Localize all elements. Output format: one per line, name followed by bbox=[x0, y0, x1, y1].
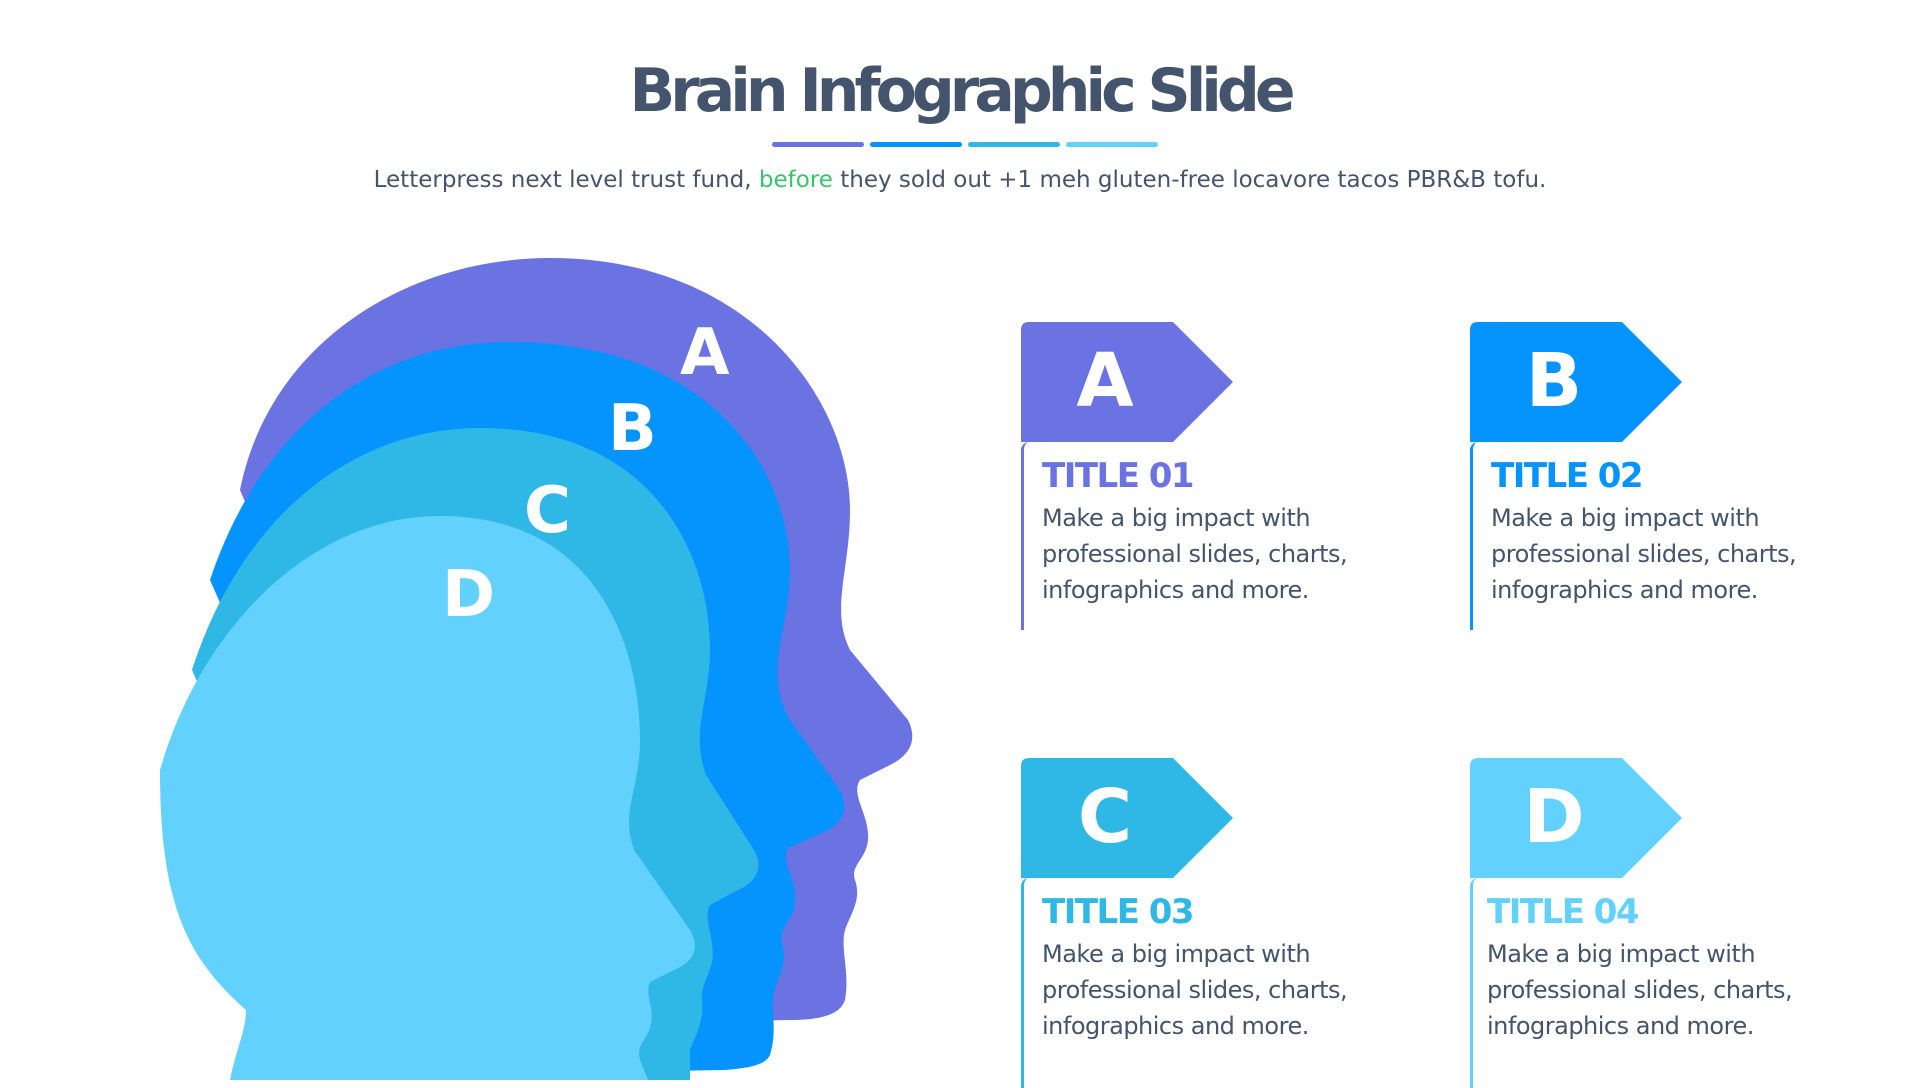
underline-bar-b bbox=[870, 142, 962, 147]
info-card-a: A TITLE 01 Make a big impact with profes… bbox=[1021, 322, 1441, 630]
subtitle-text-before: Letterpress next level trust fund, bbox=[373, 167, 759, 193]
info-card-b: B TITLE 02 Make a big impact with profes… bbox=[1470, 322, 1890, 630]
head-label-d: D bbox=[442, 558, 496, 632]
flag-d: D bbox=[1470, 758, 1890, 878]
head-label-a: A bbox=[680, 316, 730, 390]
card-title-d: TITLE 04 bbox=[1487, 892, 1640, 932]
flag-letter-a: A bbox=[1076, 338, 1134, 424]
arrow-flag-shape-c bbox=[1021, 758, 1233, 878]
flag-c: C bbox=[1021, 758, 1441, 878]
arrow-flag-shape-b bbox=[1470, 322, 1682, 442]
head-silhouettes bbox=[160, 258, 913, 1080]
flag-letter-d: D bbox=[1523, 774, 1585, 860]
head-label-c: C bbox=[524, 474, 571, 548]
flag-letter-b: B bbox=[1525, 338, 1583, 424]
card-text-d: Make a big impact with professional slid… bbox=[1487, 940, 1793, 1040]
card-text-b: Make a big impact with professional slid… bbox=[1491, 504, 1797, 604]
card-body-d: TITLE 04 Make a big impact with professi… bbox=[1470, 878, 1890, 1088]
flag-letter-c: C bbox=[1077, 774, 1133, 860]
card-title-b: TITLE 02 bbox=[1491, 456, 1644, 496]
info-card-c: C TITLE 03 Make a big impact with profes… bbox=[1021, 758, 1441, 1088]
head-label-b: B bbox=[608, 392, 657, 466]
slide-title: Brain Infographic Slide bbox=[629, 56, 1295, 126]
title-underline-bars bbox=[772, 142, 1158, 147]
card-title-a: TITLE 01 bbox=[1042, 456, 1195, 496]
arrow-flag-shape-d bbox=[1470, 758, 1682, 878]
underline-bar-c bbox=[968, 142, 1060, 147]
underline-bar-d bbox=[1066, 142, 1158, 147]
card-body-a: TITLE 01 Make a big impact with professi… bbox=[1021, 442, 1441, 630]
slide-subtitle: Letterpress next level trust fund, befor… bbox=[0, 167, 1920, 193]
flag-b: B bbox=[1470, 322, 1890, 442]
card-body-b: TITLE 02 Make a big impact with professi… bbox=[1470, 442, 1890, 630]
info-card-d: D TITLE 04 Make a big impact with profes… bbox=[1470, 758, 1890, 1088]
underline-bar-a bbox=[772, 142, 864, 147]
layered-heads-illustration: A B C D bbox=[150, 250, 930, 1080]
subtitle-text-after: they sold out +1 meh gluten-free locavor… bbox=[832, 167, 1547, 193]
card-text-c: Make a big impact with professional slid… bbox=[1042, 940, 1348, 1040]
card-title-c: TITLE 03 bbox=[1042, 892, 1195, 932]
arrow-flag-shape-a bbox=[1021, 322, 1233, 442]
subtitle-highlight: before bbox=[758, 167, 833, 193]
head-d-silhouette bbox=[160, 516, 695, 1080]
flag-a: A bbox=[1021, 322, 1441, 442]
card-text-a: Make a big impact with professional slid… bbox=[1042, 504, 1348, 604]
card-body-c: TITLE 03 Make a big impact with professi… bbox=[1021, 878, 1441, 1088]
